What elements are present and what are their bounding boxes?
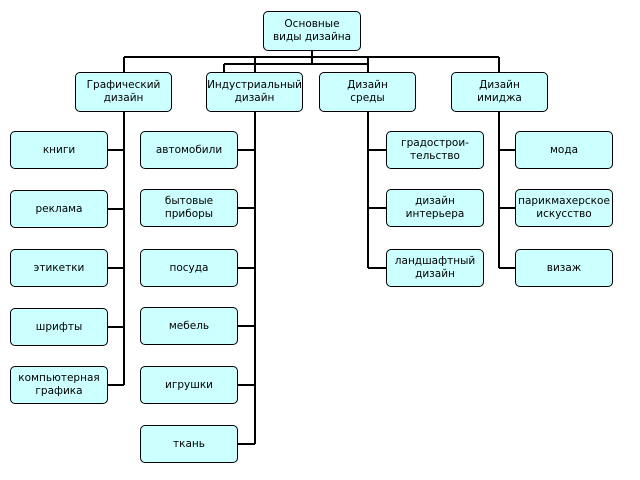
graphic-item: реклама <box>10 190 108 228</box>
industrial-item: бытовые приборы <box>140 189 238 227</box>
category-graphic-design: Графический дизайн <box>75 72 172 112</box>
category-industrial-design: Индустриальный дизайн <box>206 72 303 112</box>
connector-image-branch <box>498 112 515 269</box>
graphic-item: этикетки <box>10 249 108 287</box>
connector-graphic-branch <box>108 112 125 386</box>
category-environment-design: Дизайн среды <box>319 72 416 112</box>
industrial-item: посуда <box>140 249 238 287</box>
environment-item: дизайн интерьера <box>386 189 484 227</box>
connector-root-inner-bus <box>223 51 369 72</box>
graphic-item: шрифты <box>10 308 108 346</box>
category-image-design: Дизайн имиджа <box>451 72 548 112</box>
connector-industrial-branch <box>238 112 256 445</box>
image-item: мода <box>515 131 613 169</box>
image-item: визаж <box>515 249 613 287</box>
industrial-item: мебель <box>140 307 238 345</box>
root-node: Основные виды дизайна <box>263 11 361 51</box>
environment-item: ландшафтный дизайн <box>386 249 484 287</box>
environment-item: градострои- тельство <box>386 131 484 169</box>
connector-environment-branch <box>367 112 386 269</box>
graphic-item: книги <box>10 131 108 169</box>
industrial-item: автомобили <box>140 131 238 169</box>
image-item: парикмахерское искусство <box>515 189 613 227</box>
industrial-item: ткань <box>140 425 238 463</box>
industrial-item: игрушки <box>140 366 238 404</box>
graphic-item: компьютерная графика <box>10 366 108 404</box>
